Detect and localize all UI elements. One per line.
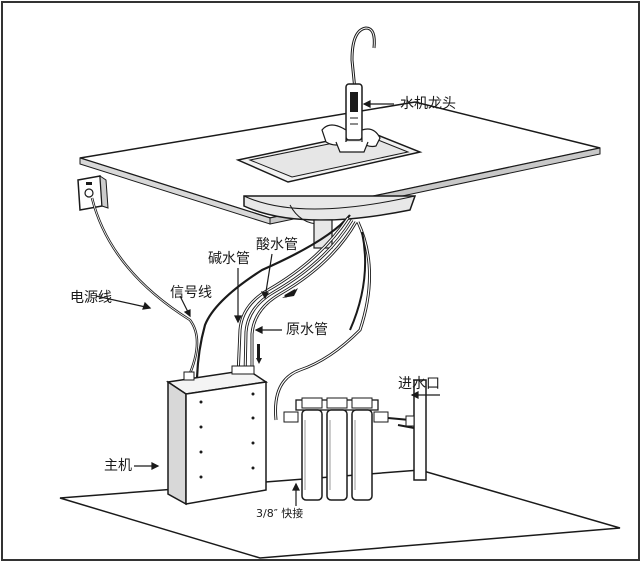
power-cord-label: 电源线 bbox=[70, 290, 112, 306]
wall-socket bbox=[77, 175, 109, 211]
alkaline-pipe-label: 碱水管 bbox=[208, 251, 250, 267]
signal-wire bbox=[195, 214, 351, 379]
acid-pipe-label: 酸水管 bbox=[256, 237, 298, 253]
raw-water-pipe-label: 原水管 bbox=[286, 322, 328, 338]
flow-arrows bbox=[256, 288, 298, 364]
pipe-bundle bbox=[236, 217, 372, 421]
faucet-label: 水机龙头 bbox=[400, 96, 456, 112]
signal-wire-label: 信号线 bbox=[170, 285, 212, 301]
callout-arrows bbox=[95, 100, 440, 506]
quick-connect-label: 3/8″ 快接 bbox=[256, 507, 304, 520]
faucet-drawing bbox=[321, 26, 381, 153]
inlet-pipe bbox=[387, 379, 427, 481]
main-unit-drawing bbox=[165, 365, 269, 506]
main-unit-label: 主机 bbox=[104, 458, 132, 474]
filter-unit-drawing bbox=[283, 397, 389, 501]
inlet-label: 进水口 bbox=[398, 376, 440, 392]
